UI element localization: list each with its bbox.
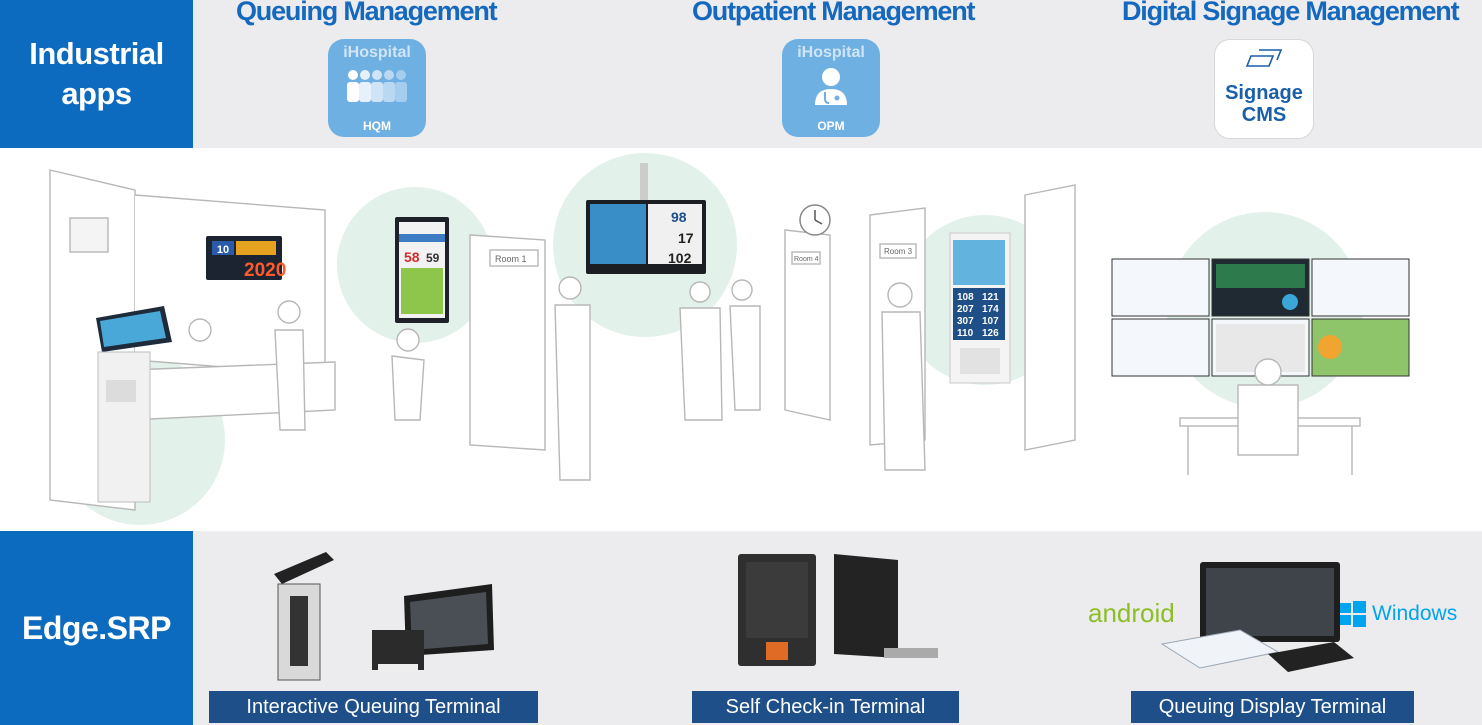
hqm-code: HQM [363, 119, 391, 133]
opm-brand: iHospital [797, 44, 865, 61]
digital-signage-title: Digital Signage Management [1122, 0, 1460, 26]
signage-screens-icon [1245, 49, 1283, 67]
checkin-row3: 307 [957, 316, 974, 327]
ceiling-number-1: 98 [671, 209, 687, 225]
waiting-right-number: 59 [426, 251, 440, 265]
kiosk-illustration [96, 306, 172, 503]
ceiling-number-2: 17 [678, 230, 694, 246]
checkin-row2b: 174 [982, 304, 999, 315]
doors: Room 1 Room 4 Room 3 [469, 184, 1076, 451]
doctor-icon [815, 68, 847, 105]
interactive-terminal-products [274, 552, 494, 681]
signage-cms-line1: Signage [1225, 82, 1303, 104]
opm-app-icon[interactable]: iHospital OPM [782, 39, 880, 137]
industrial-apps-label: Industrial apps [0, 0, 193, 148]
checkin-row2: 207 [957, 304, 974, 315]
checkin-row1b: 121 [982, 292, 999, 303]
people-queue-icon [347, 70, 407, 102]
room-4-sign: Room 4 [794, 256, 819, 263]
self-checkin-terminal-label: Self Check-in Terminal [692, 691, 959, 723]
operator-desk [1179, 358, 1361, 475]
waiting-room-display: 58 59 [395, 217, 449, 323]
opm-code: OPM [817, 119, 845, 133]
edge-srp-label: Edge.SRP [0, 531, 193, 725]
windows-logo-icon [1340, 601, 1366, 627]
queuing-display-terminal-products [1160, 562, 1354, 672]
people-silhouettes [188, 276, 926, 481]
room-3-sign: Room 3 [884, 247, 913, 256]
android-logo-text: android [1088, 598, 1175, 628]
windows-logo-text: Windows [1372, 602, 1458, 625]
ceiling-number-3: 102 [668, 250, 692, 266]
hqm-brand: iHospital [343, 44, 411, 61]
checkin-row4b: 126 [982, 328, 999, 339]
self-checkin-terminal-products [738, 554, 938, 666]
industrial-label-line2: apps [61, 76, 132, 111]
wall-ticket-display: 10 2020 [206, 236, 286, 281]
ticket-counter: 10 [217, 244, 229, 256]
hospital-scene-illustration: 10 2020 58 59 Room 1 Room 4 Room 3 98 17… [49, 153, 1410, 525]
checkin-row3b: 107 [982, 316, 999, 327]
room-1-sign: Room 1 [495, 254, 527, 264]
ceiling-display: 98 17 102 [586, 163, 706, 274]
checkin-row4: 110 [957, 328, 974, 339]
interactive-queuing-terminal-label: Interactive Queuing Terminal [209, 691, 538, 723]
queuing-management-title: Queuing Management [236, 0, 498, 26]
hqm-app-icon[interactable]: iHospital HQM [328, 39, 426, 137]
outpatient-management-title: Outpatient Management [692, 0, 976, 26]
checkin-row1: 108 [957, 292, 974, 303]
signage-cms-line2: CMS [1241, 104, 1287, 126]
signage-cms-icon[interactable]: Signage CMS [1214, 39, 1314, 139]
queuing-display-terminal-label: Queuing Display Terminal [1131, 691, 1414, 723]
checkin-wall-kiosk: 108 121 207 174 307 107 110 126 [949, 232, 1011, 384]
ticket-number: 2020 [244, 260, 286, 281]
industrial-label-line1: Industrial [29, 36, 164, 71]
waiting-left-number: 58 [404, 249, 420, 265]
